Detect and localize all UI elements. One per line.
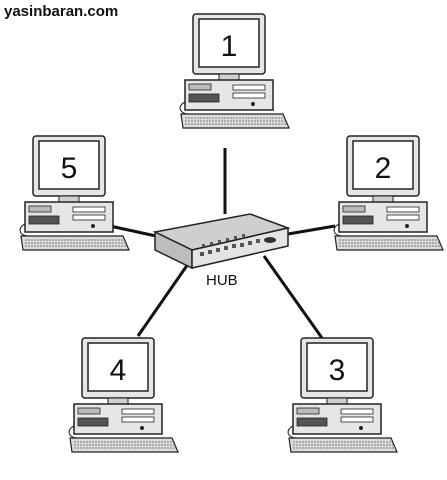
computer-3-label: 3 [329,354,346,387]
computer-5-label: 5 [61,152,78,185]
computer-2: 2 [333,135,444,251]
cable-hub-pc3 [262,255,324,339]
hub-label: HUB [206,272,238,289]
computer-1-label: 1 [221,30,238,63]
hub-device [152,213,291,270]
computer-4: 4 [68,337,179,453]
cable-hub-pc4 [136,263,190,337]
cable-hub-pc2 [287,224,336,236]
computer-3: 3 [287,337,398,453]
computer-5: 5 [19,135,130,251]
network-cables [109,148,336,339]
computer-2-label: 2 [375,152,392,185]
cable-hub-pc5 [109,224,157,238]
site-watermark: yasinbaran.com [4,3,119,20]
computer-1: 1 [179,13,290,129]
computer-4-label: 4 [110,354,127,387]
